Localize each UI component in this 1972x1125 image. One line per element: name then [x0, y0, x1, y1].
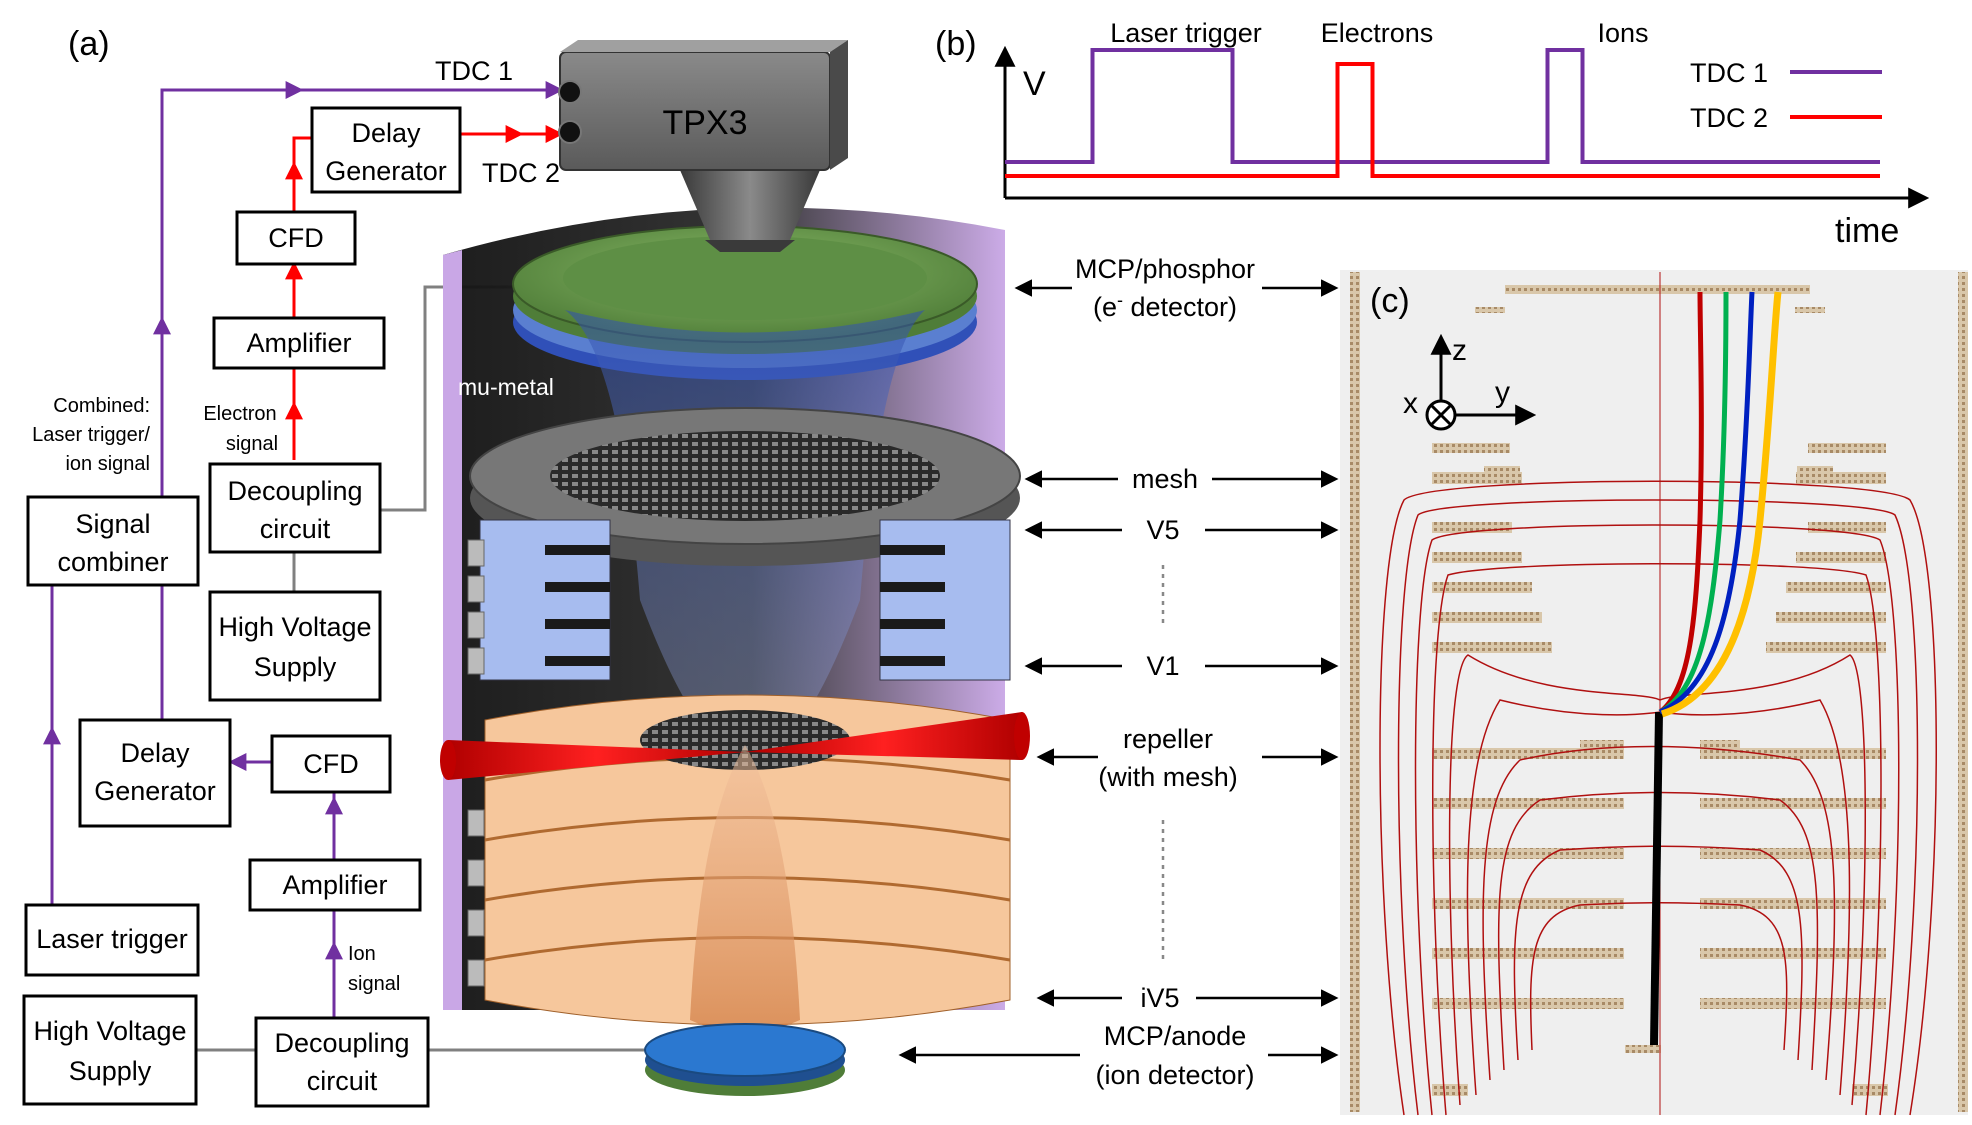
- combined-line1: Combined:: [53, 395, 150, 417]
- panel-label-a: (a): [68, 25, 110, 63]
- cfd-bottom-label: CFD: [303, 749, 359, 779]
- v5-label: V5: [1146, 515, 1179, 545]
- delay-generator-bottom-line2: Generator: [94, 776, 216, 806]
- tpx3-label: TPX3: [662, 104, 747, 142]
- cfd-top-label: CFD: [268, 223, 324, 253]
- coordinate-axes: z y x: [1403, 333, 1537, 431]
- red-signal-wires: [285, 125, 564, 460]
- iv5-label: iV5: [1140, 983, 1179, 1013]
- timing-legend: TDC 1 TDC 2: [1690, 58, 1882, 133]
- mesh-label: mesh: [1132, 464, 1198, 494]
- mcp-phosphor-line2: (e- detector): [1093, 290, 1237, 322]
- legend-tdc2-label: TDC 2: [1690, 103, 1768, 133]
- laser-beam: [448, 740, 745, 780]
- pulse-label-ions: Ions: [1597, 18, 1648, 48]
- panel-label-b: (b): [935, 25, 977, 63]
- mu-metal-label: mu-metal: [458, 374, 554, 400]
- hv-top-line2: Supply: [254, 652, 337, 682]
- laser-trigger-label: Laser trigger: [36, 924, 188, 954]
- pulse-label-laser: Laser trigger: [1110, 18, 1262, 48]
- signal-combiner: Signal combiner: [26, 495, 200, 587]
- decoupling-bottom-line1: Decoupling: [274, 1028, 409, 1058]
- decoupling-top-line2: circuit: [260, 514, 331, 544]
- repeller-line1: repeller: [1123, 724, 1213, 754]
- tdc2-label: TDC 2: [482, 158, 560, 188]
- mcp-phosphor-line1: MCP/phosphor: [1075, 254, 1255, 284]
- tdc1-label: TDC 1: [435, 56, 513, 86]
- electron-signal-line2: signal: [226, 433, 278, 455]
- component-labels: MCP/phosphor (e- detector) mesh V5 V1 re…: [898, 254, 1339, 1090]
- cfd-top: CFD: [235, 210, 357, 266]
- pulse-label-electrons: Electrons: [1321, 18, 1434, 48]
- decoupling-top-line1: Decoupling: [227, 476, 362, 506]
- timing-chart: V time Laser trigger Electrons Ions TDC …: [994, 18, 1930, 250]
- block-diagram: Delay Generator CFD Amplifier Decoupling…: [22, 56, 660, 1108]
- decoupling-bottom-line2: circuit: [307, 1066, 378, 1096]
- electron-signal-line1: Electron: [203, 403, 276, 425]
- axis-y-label: y: [1495, 376, 1510, 409]
- delay-generator-top: Delay Generator: [310, 106, 462, 194]
- ion-signal-line1: Ion: [348, 943, 376, 965]
- decoupling-circuit-bottom: Decoupling circuit: [254, 1016, 430, 1108]
- timing-series-1: [1005, 48, 1880, 164]
- mcp-anode-line2: (ion detector): [1095, 1060, 1254, 1090]
- signal-combiner-line2: combiner: [57, 547, 168, 577]
- simulation-electrodes: [1432, 285, 1888, 1096]
- high-voltage-supply-bottom: High Voltage Supply: [22, 994, 198, 1106]
- delay-generator-bottom: Delay Generator: [78, 718, 232, 828]
- timing-y-label: V: [1023, 65, 1046, 103]
- high-voltage-supply-top: High Voltage Supply: [208, 590, 382, 702]
- axis-z-label: z: [1452, 334, 1467, 367]
- amplifier-top-label: Amplifier: [246, 328, 351, 358]
- hv-top-line1: High Voltage: [218, 612, 371, 642]
- hv-bottom-line2: Supply: [69, 1056, 152, 1086]
- tdc1-port: [558, 80, 582, 104]
- combined-line3: ion signal: [65, 453, 150, 475]
- laser-trigger-block: Laser trigger: [24, 903, 200, 977]
- electron-trajectories: [1658, 291, 1782, 718]
- ion-trajectory-bundle: [1650, 711, 1663, 1046]
- amplifier-bottom-label: Amplifier: [282, 870, 387, 900]
- ion-signal-line2: signal: [348, 973, 400, 995]
- signal-combiner-line1: Signal: [75, 509, 150, 539]
- legend-tdc1-label: TDC 1: [1690, 58, 1768, 88]
- delay-generator-bottom-line1: Delay: [120, 738, 190, 768]
- v1-label: V1: [1146, 651, 1179, 681]
- delay-generator-top-line1: Delay: [351, 118, 421, 148]
- timing-series-2: [1005, 62, 1880, 178]
- decoupling-circuit-top: Decoupling circuit: [208, 462, 382, 554]
- mcp-anode-disk: [644, 1023, 846, 1077]
- simulation-panel: (c): [1340, 270, 1968, 1116]
- repeller-line2: (with mesh): [1098, 762, 1238, 792]
- combined-line2: Laser trigger/: [32, 424, 150, 446]
- amplifier-bottom: Amplifier: [248, 858, 422, 912]
- cfd-bottom: CFD: [270, 734, 392, 794]
- ion-cloud: [690, 745, 800, 1033]
- timing-x-label: time: [1835, 212, 1899, 250]
- axis-x-label: x: [1403, 387, 1418, 420]
- mcp-anode-line1: MCP/anode: [1104, 1021, 1247, 1051]
- delay-generator-top-line2: Generator: [325, 156, 447, 186]
- purple-signal-wires: [43, 81, 564, 1018]
- amplifier-top: Amplifier: [212, 316, 386, 370]
- apparatus-illustration: mu-metal: [440, 40, 1030, 1096]
- blue-electrode-stack: [467, 519, 1011, 681]
- tdc2-port: [558, 120, 582, 144]
- hv-bottom-line1: High Voltage: [33, 1016, 186, 1046]
- panel-label-c: (c): [1370, 282, 1410, 320]
